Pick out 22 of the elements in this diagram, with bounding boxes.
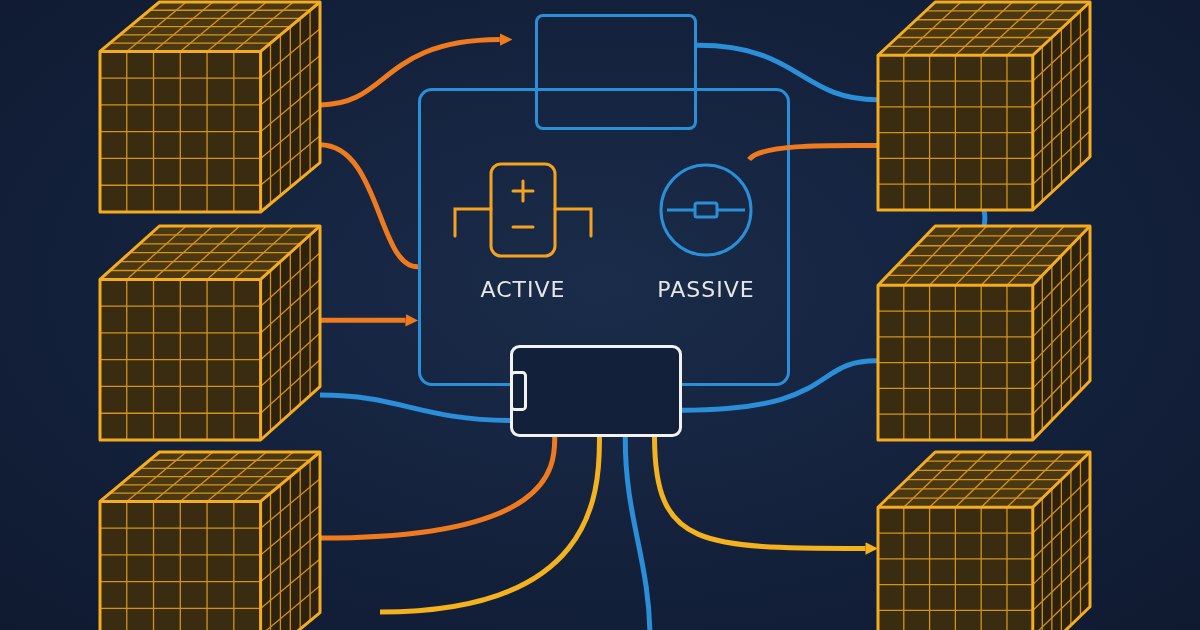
panel-label: PASSIVE: [657, 277, 755, 302]
grid-cube: [878, 226, 1090, 440]
connector-line: [681, 358, 879, 413]
panel-label: ACTIVE: [480, 277, 566, 302]
flow-arrow: [319, 33, 513, 108]
grid-cube: [100, 452, 320, 630]
connector-line: [379, 436, 602, 615]
connector-line: [319, 436, 558, 541]
grid-cube: [100, 2, 320, 212]
grid-cube: [878, 2, 1090, 210]
grid-cube: [100, 226, 320, 440]
connector-line: [622, 436, 653, 630]
connector-line: [696, 42, 879, 103]
connector-line: [319, 392, 511, 423]
flow-arrow: [320, 314, 418, 327]
connector-line: [319, 142, 419, 270]
connector-line: [981, 209, 988, 227]
connector-line: [747, 142, 878, 162]
flow-arrow: [652, 436, 878, 555]
grid-cube: [878, 452, 1090, 630]
battery-outline: [510, 345, 682, 437]
connector-frame: [535, 14, 697, 130]
